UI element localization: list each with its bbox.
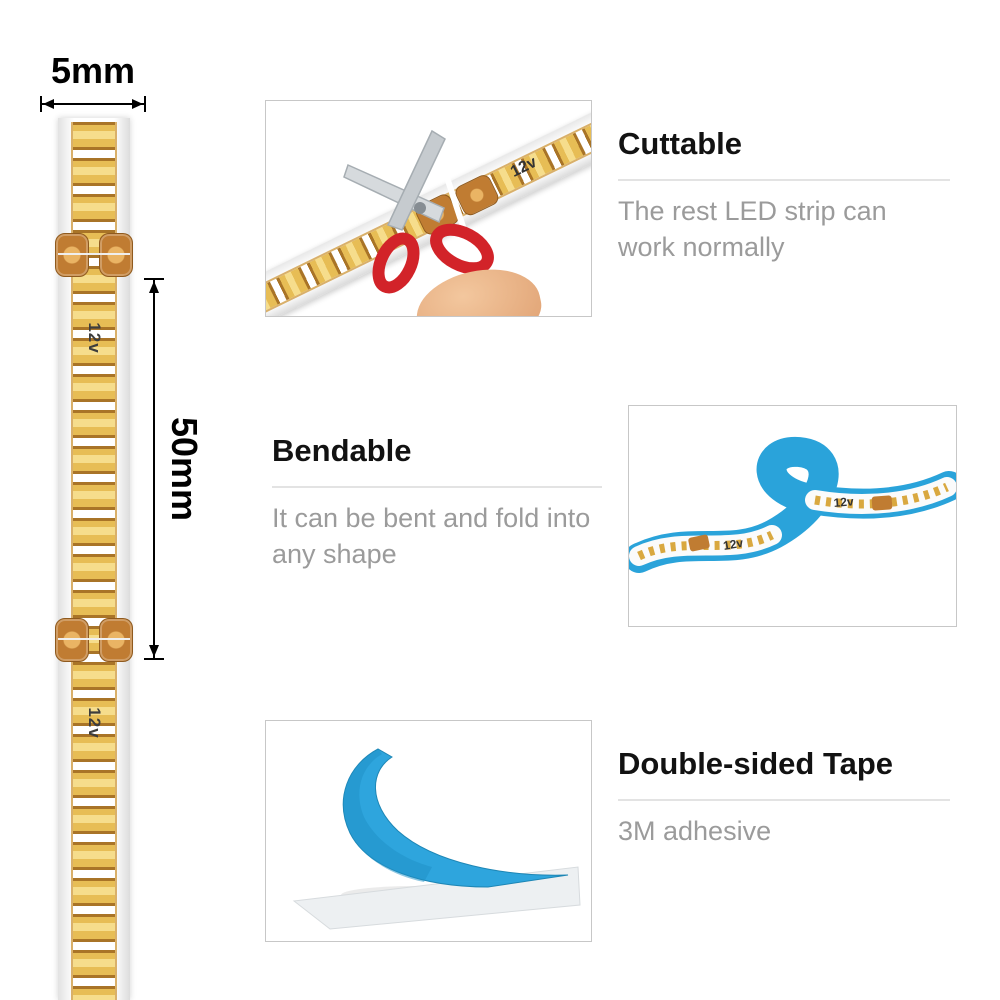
- cut-mark-line: [58, 638, 130, 640]
- width-dimension-arrow: [40, 96, 146, 112]
- scissors-icon: [343, 129, 494, 294]
- voltage-label: 12v: [722, 536, 744, 553]
- dimension-tick: [144, 658, 164, 660]
- feature-desc-bendable: It can be bent and fold into any shape: [272, 503, 591, 570]
- width-dimension-label: 5mm: [50, 50, 136, 91]
- solder-pad: [55, 233, 89, 277]
- led-chips-row: [814, 482, 949, 509]
- blue-tape-curl: [342, 748, 569, 888]
- feature-desc-cuttable: The rest LED strip can work normally: [618, 196, 887, 263]
- solder-pad: [99, 618, 133, 662]
- scissors-pivot: [414, 202, 426, 214]
- arrowhead-right-icon: [132, 99, 143, 109]
- feature-title-cuttable: Cuttable: [618, 126, 742, 161]
- feature-title-bendable: Bendable: [272, 433, 412, 468]
- arrowhead-left-icon: [43, 99, 54, 109]
- divider: [618, 799, 950, 801]
- voltage-label: 12v: [85, 707, 104, 739]
- scissors-handle: [372, 232, 420, 294]
- feature-title-double-sided-tape: Double-sided Tape: [618, 746, 894, 781]
- solder-pad: [871, 495, 893, 511]
- blue-tape-underside: [343, 749, 432, 882]
- dimension-tick: [40, 96, 42, 112]
- scissors-handle: [430, 223, 494, 275]
- length-dimension: 50mm: [144, 278, 216, 660]
- solder-pad: [55, 618, 89, 662]
- length-dimension-label: 50mm: [164, 416, 205, 522]
- divider: [618, 179, 950, 181]
- bent-strip-illustration: 12v 12v: [629, 436, 956, 573]
- double-sided-tape-photo: [265, 720, 592, 942]
- cut-mark-line: [58, 253, 130, 255]
- tape-illustration: [292, 748, 581, 930]
- cuttable-photo: 12v: [265, 100, 592, 317]
- voltage-label: 12v: [85, 322, 104, 354]
- arrowhead-down-icon: [149, 645, 159, 657]
- dimension-line: [153, 279, 155, 659]
- solder-pad-pair: [55, 618, 133, 662]
- solder-pad: [688, 534, 710, 552]
- solder-pad-pair: [55, 233, 133, 277]
- scissors-blade: [386, 129, 446, 231]
- bendable-photo: 12v 12v: [628, 405, 957, 627]
- dimension-line: [42, 103, 144, 105]
- arrowhead-up-icon: [149, 281, 159, 293]
- divider: [272, 486, 602, 488]
- led-strip: 12v 12v: [55, 118, 133, 1000]
- voltage-label: 12v: [833, 494, 854, 510]
- width-dimension: 5mm: [40, 50, 146, 112]
- solder-pad: [99, 233, 133, 277]
- dimension-tick: [144, 96, 146, 112]
- feature-desc-double-sided-tape: 3M adhesive: [618, 816, 772, 846]
